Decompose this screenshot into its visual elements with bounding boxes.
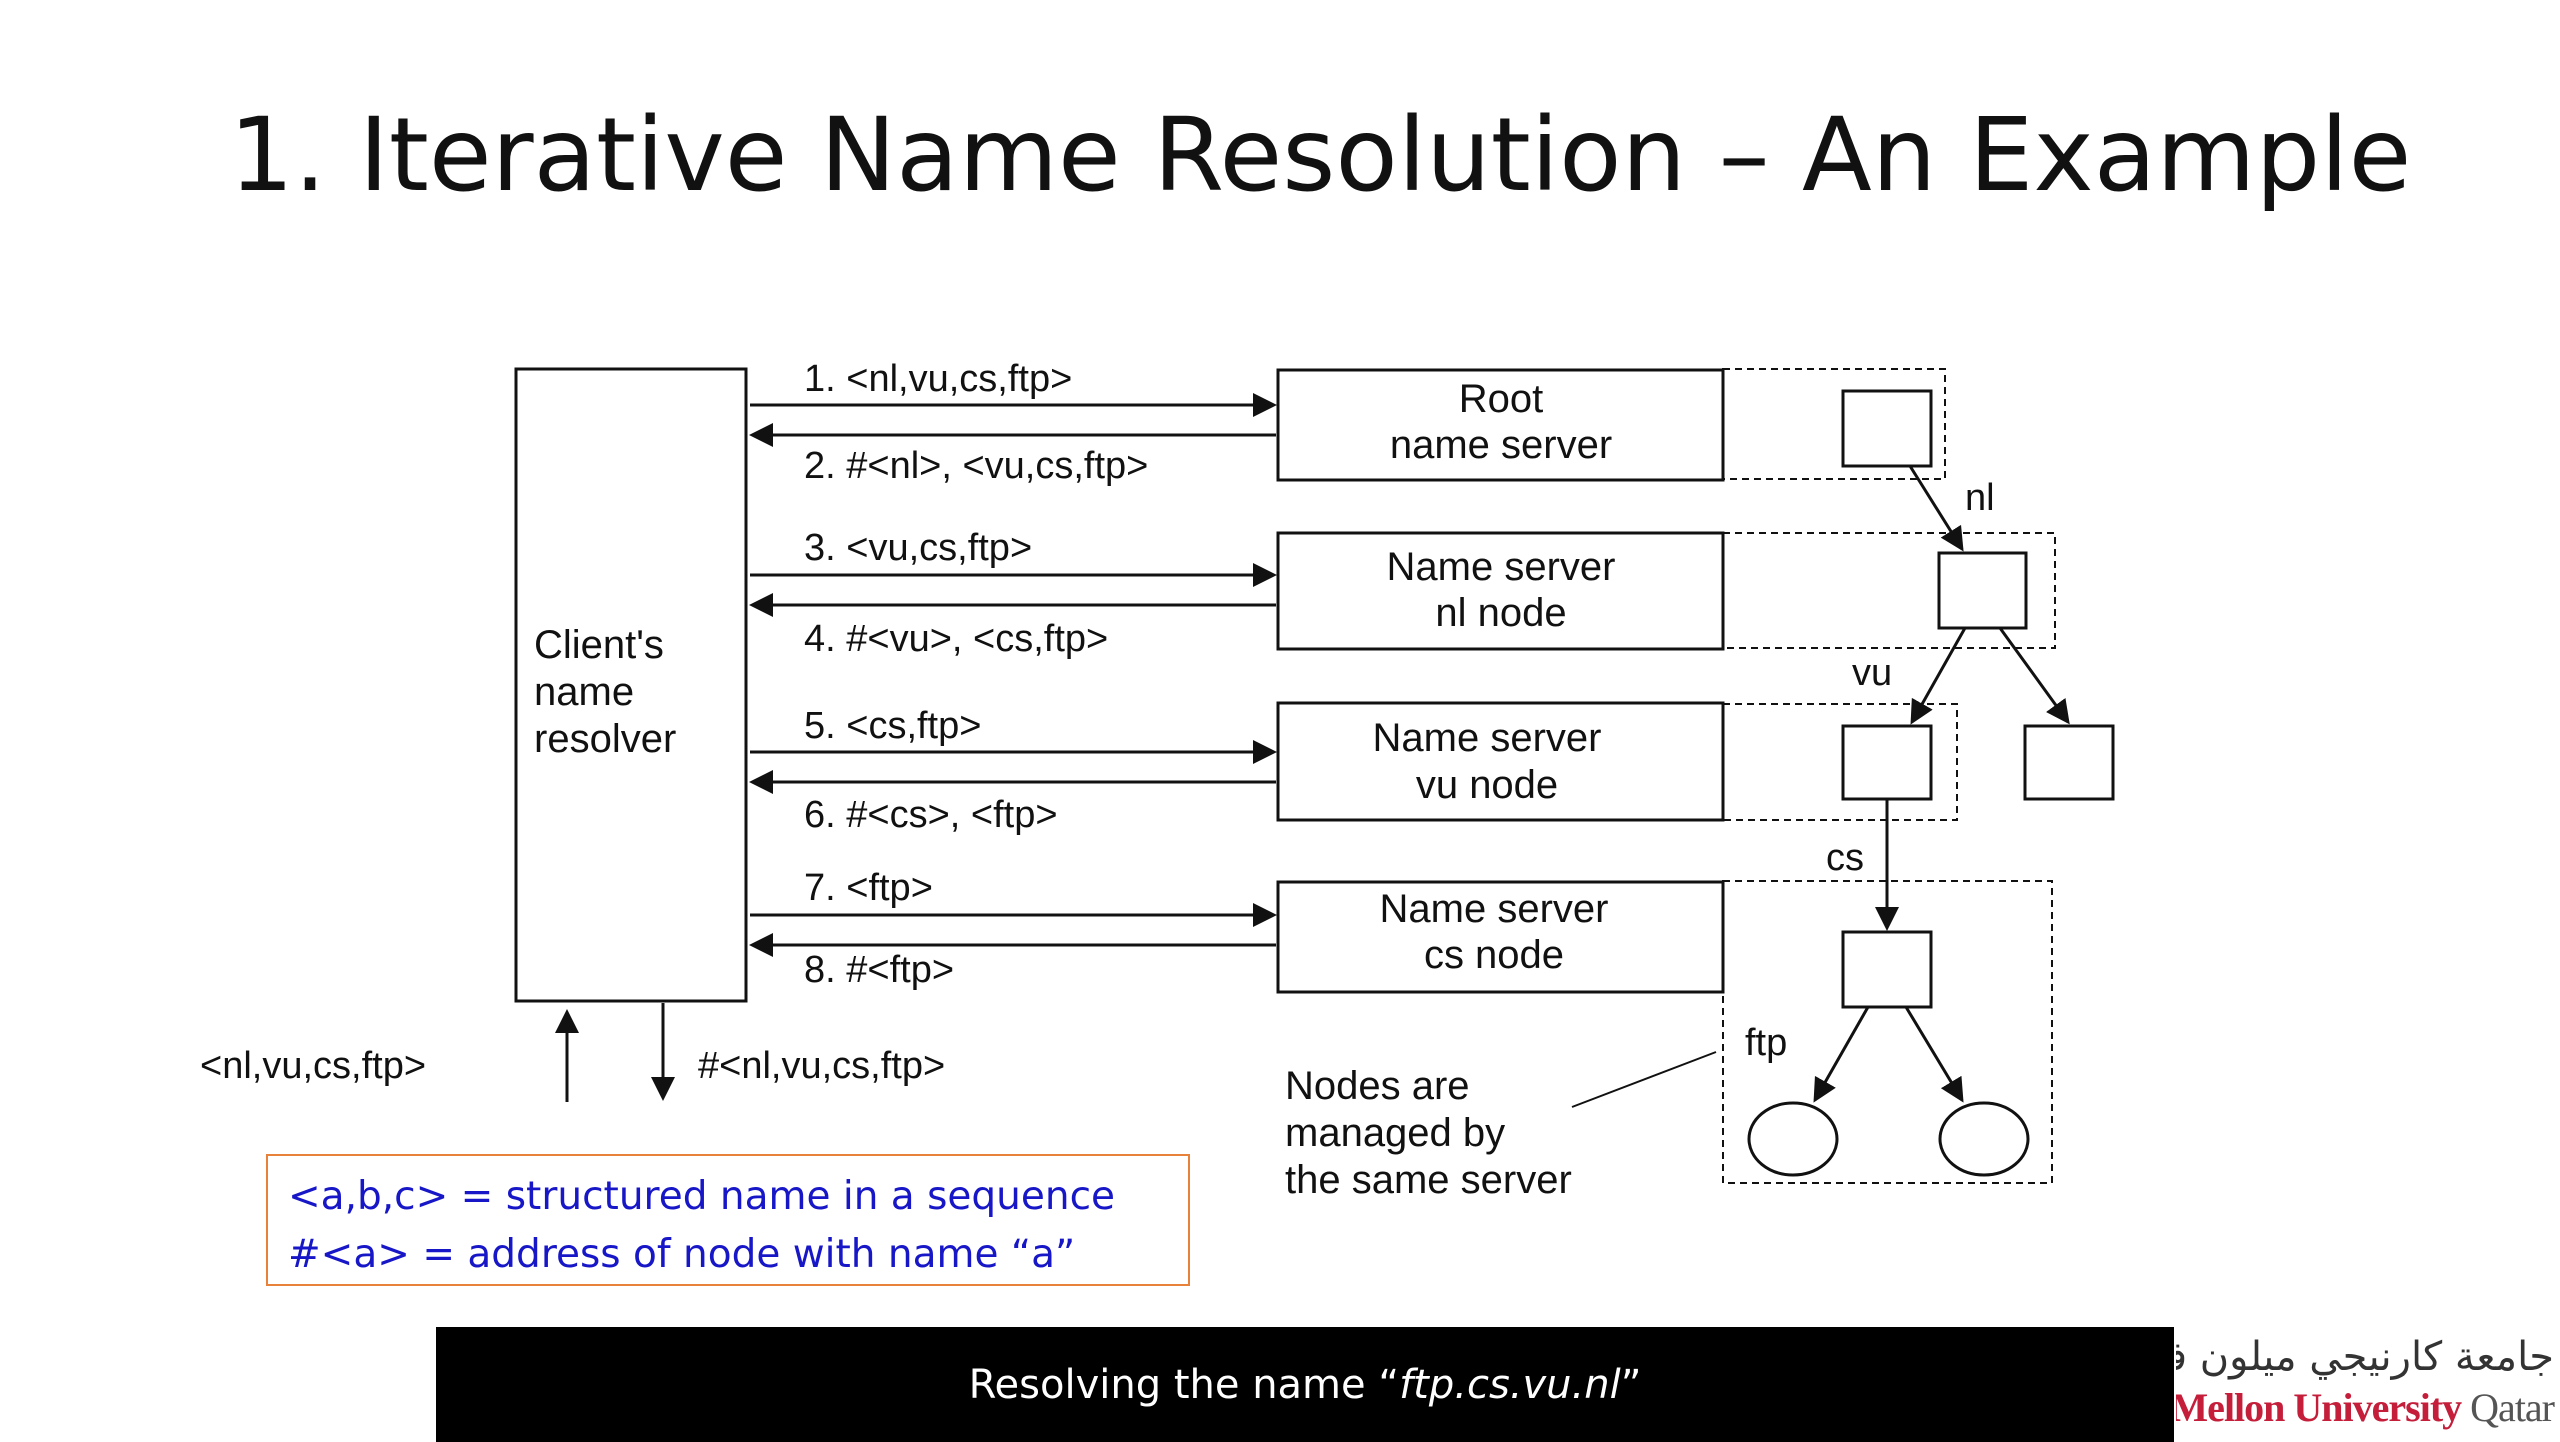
message-label-1: 1. <nl,vu,cs,ftp>	[804, 358, 1072, 400]
caption-name: ftp.cs.vu.nl	[1399, 1361, 1621, 1408]
caption-prefix: Resolving the name “	[968, 1361, 1400, 1408]
tree-edge-cs-other	[1904, 1006, 1964, 1103]
vu-server-box	[1276, 701, 1725, 822]
edge-label-nl: nl	[1965, 477, 1995, 519]
caption-suffix: ”	[1620, 1361, 1642, 1408]
tree-node-vu	[1841, 724, 1933, 801]
tree-edge-cs-ftp	[1813, 1006, 1870, 1103]
slide-title: 1. Iterative Name Resolution – An Exampl…	[229, 96, 2412, 215]
root-zone-dashed	[1722, 368, 1946, 480]
input-name-label: <nl,vu,cs,ftp>	[200, 1045, 426, 1087]
message-label-5: 5. <cs,ftp>	[804, 705, 981, 747]
tree-edge-nl-vu	[1910, 627, 1967, 725]
caption-bar: Resolving the name “ftp.cs.vu.nl”	[436, 1327, 2174, 1442]
cs-server-box	[1276, 880, 1725, 994]
root-server-box	[1276, 368, 1725, 482]
nl-zone-dashed	[1722, 532, 2056, 649]
nl-server-label-1: Name server	[1387, 545, 1616, 589]
cs-zone-dashed	[1722, 880, 2053, 1184]
legend-line-structured-name: <a,b,c> = structured name in a sequence	[288, 1174, 1116, 1219]
vu-server-label-1: Name server	[1373, 716, 1602, 760]
university-logo: جامعة كارنيجي ميلون في قطر ie Mellon Uni…	[2176, 1330, 2560, 1440]
edge-label-cs: cs	[1826, 837, 1864, 879]
client-resolver-label-1: Client's	[534, 623, 664, 667]
client-resolver-box	[514, 367, 748, 1003]
tree-node-root	[1841, 389, 1933, 468]
message-label-3: 3. <vu,cs,ftp>	[804, 527, 1032, 569]
client-resolver-label-2: name	[534, 670, 634, 714]
cs-server-label-2: cs node	[1424, 933, 1564, 977]
tree-node-cs	[1841, 930, 1933, 1009]
tree-leaf-ftp	[1747, 1101, 1839, 1177]
message-label-6: 6. #<cs>, <ftp>	[804, 794, 1058, 836]
note-line-1: Nodes are	[1285, 1064, 1470, 1108]
nl-server-label-2: nl node	[1435, 591, 1566, 635]
edge-label-ftp: ftp	[1745, 1022, 1787, 1064]
logo-text-gray: Qatar	[2461, 1385, 2555, 1430]
vu-zone-dashed	[1722, 703, 1958, 821]
message-label-8: 8. #<ftp>	[804, 949, 954, 991]
notation-legend-box: <a,b,c> = structured name in a sequence …	[266, 1154, 1190, 1286]
client-resolver-label-3: resolver	[534, 717, 676, 761]
output-address-label: #<nl,vu,cs,ftp>	[698, 1045, 945, 1087]
tree-node-nl	[1937, 551, 2028, 630]
logo-arabic-text: جامعة كارنيجي ميلون في قطر	[2176, 1334, 2554, 1380]
vu-server-label-2: vu node	[1416, 763, 1558, 807]
logo-english-text: ie Mellon University Qatar	[2176, 1384, 2555, 1431]
legend-line-address: #<a> = address of node with name “a”	[288, 1232, 1076, 1277]
message-label-4: 4. #<vu>, <cs,ftp>	[804, 618, 1108, 660]
note-pointer-line	[1571, 1051, 1717, 1108]
edge-label-vu: vu	[1852, 652, 1892, 694]
tree-node-nl-other	[2023, 724, 2115, 801]
root-server-label-2: name server	[1390, 423, 1612, 467]
note-line-3: the same server	[1285, 1158, 1572, 1202]
logo-text-red: ie Mellon University	[2176, 1385, 2462, 1430]
root-server-label-1: Root	[1459, 377, 1544, 421]
note-line-2: managed by	[1285, 1111, 1505, 1155]
nl-server-box	[1276, 531, 1725, 651]
tree-edge-nl-other	[1998, 627, 2070, 725]
cs-server-label-1: Name server	[1380, 887, 1609, 931]
tree-edge-root-nl	[1908, 465, 1964, 552]
message-label-7: 7. <ftp>	[804, 867, 933, 909]
tree-leaf-other	[1938, 1101, 2030, 1177]
message-label-2: 2. #<nl>, <vu,cs,ftp>	[804, 445, 1148, 487]
